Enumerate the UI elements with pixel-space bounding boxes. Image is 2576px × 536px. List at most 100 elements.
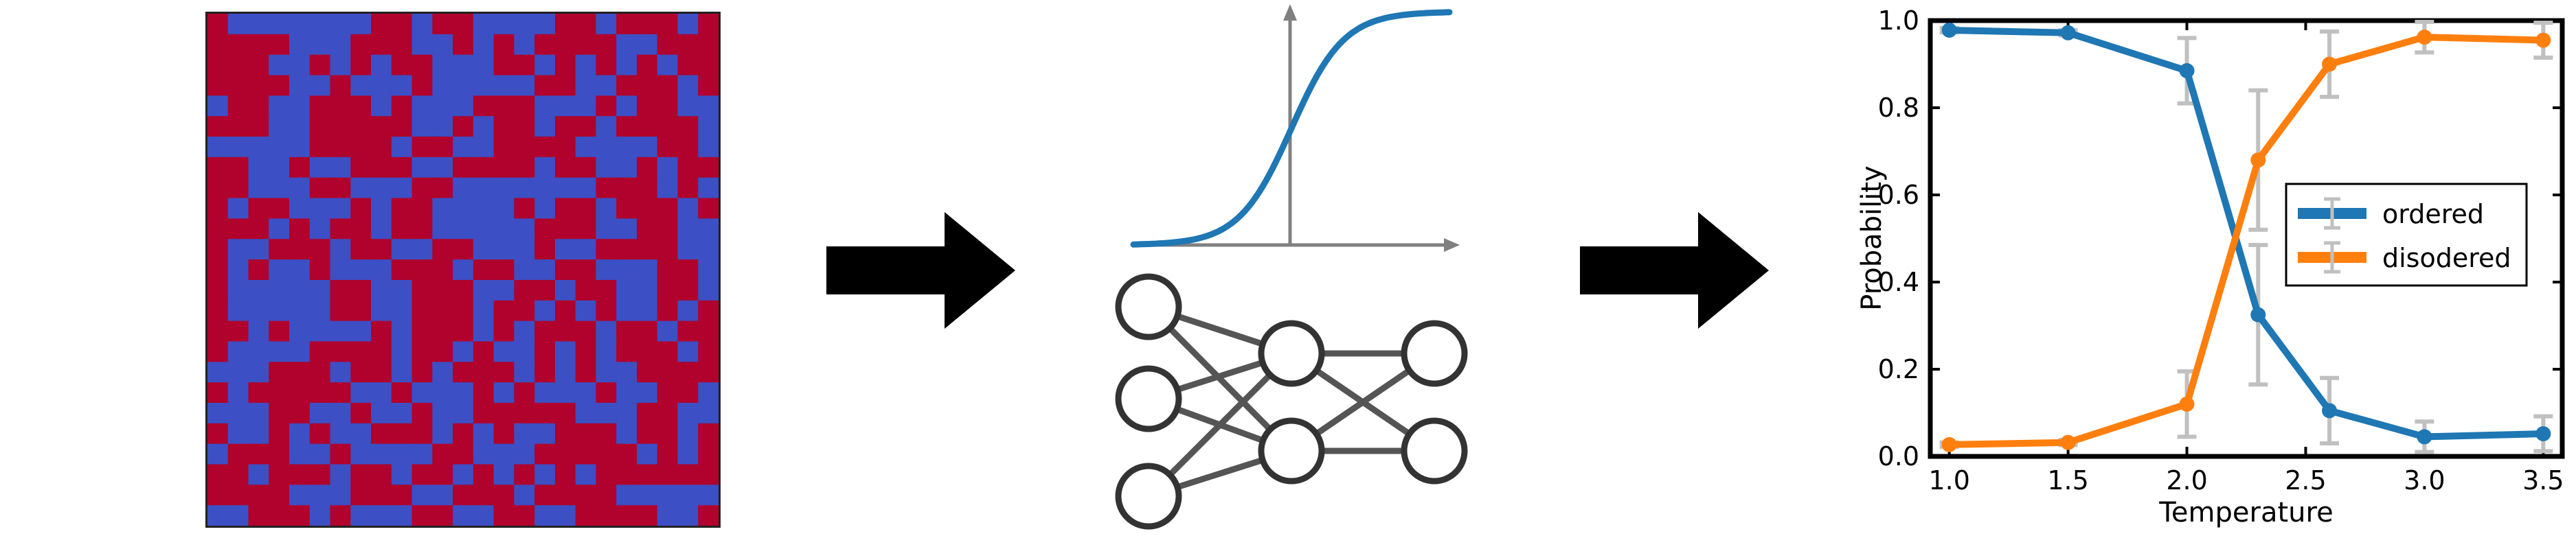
lattice-cell [657, 259, 679, 281]
lattice-cell [391, 95, 413, 117]
lattice-cell [330, 116, 351, 137]
network-nodes [1115, 273, 1468, 530]
lattice-cell [575, 423, 597, 445]
lattice-cell [554, 402, 576, 424]
lattice-cell [677, 300, 699, 322]
y-tick-label: 0.4 [1878, 267, 1919, 297]
lattice-cell [493, 300, 515, 322]
lattice-cell [493, 137, 515, 158]
x-tick-label: 2.5 [2285, 465, 2326, 496]
lattice-cell [289, 382, 310, 404]
lattice-cell [309, 362, 331, 383]
lattice-cell [616, 75, 637, 96]
lattice-cell [514, 218, 535, 240]
lattice-cell [636, 485, 658, 506]
lattice-cell [248, 300, 269, 322]
lattice-cell [473, 95, 495, 117]
lattice-cell [248, 198, 269, 219]
lattice-cell [514, 137, 535, 158]
x-axis-label: Temperature [2158, 497, 2333, 528]
lattice-cell [493, 259, 515, 281]
lattice-cell [677, 14, 699, 35]
lattice-cell [289, 54, 310, 76]
lattice-cell [391, 75, 413, 96]
lattice-cell [289, 321, 310, 342]
lattice-cell [453, 54, 474, 76]
lattice-cell [269, 362, 290, 383]
lattice-cell [350, 464, 372, 485]
lattice-cell [493, 443, 515, 465]
lattice-cell [248, 14, 269, 35]
lattice-cell [248, 279, 269, 301]
lattice-cell [432, 300, 453, 322]
lattice-cell [309, 198, 331, 219]
lattice-cell [493, 14, 515, 35]
lattice-cell [616, 341, 637, 362]
lattice-cell [227, 75, 249, 96]
lattice-cell [432, 34, 453, 56]
lattice-cell [207, 156, 229, 178]
network-node [1258, 417, 1325, 485]
lattice-cell [534, 95, 556, 117]
lattice-cell [575, 34, 597, 56]
lattice-cell [514, 485, 535, 506]
lattice-cell [534, 116, 556, 137]
lattice-cell [616, 300, 637, 322]
lattice-cell [636, 402, 658, 424]
lattice-cell [289, 156, 310, 178]
lattice-cell [453, 321, 474, 342]
lattice-cell [636, 116, 658, 137]
lattice-cell [207, 34, 229, 56]
lattice-cell [289, 279, 310, 301]
lattice-cell [309, 54, 331, 76]
lattice-cell [677, 505, 699, 526]
y-tick-label: 1.0 [1878, 5, 1919, 36]
lattice-cell [309, 402, 331, 424]
lattice-cell [350, 137, 372, 158]
lattice-cell [473, 34, 495, 56]
lattice-cell [554, 137, 576, 158]
lattice-cell [534, 218, 556, 240]
lattice-cell [636, 95, 658, 117]
lattice-cell [514, 198, 535, 219]
lattice-cell [698, 464, 719, 485]
lattice-cell [514, 177, 535, 199]
lattice-cell [411, 279, 433, 301]
lattice-cell [227, 239, 249, 260]
lattice-cell [554, 239, 576, 260]
lattice-cell [371, 341, 392, 362]
lattice-cell [554, 279, 576, 301]
lattice-cell [698, 300, 719, 322]
lattice-cell [371, 279, 392, 301]
lattice-cell [453, 402, 474, 424]
lattice-cell [657, 239, 679, 260]
lattice-cell [616, 259, 637, 281]
lattice-cell [677, 198, 699, 219]
network-node [1401, 417, 1468, 485]
lattice-cell [657, 177, 679, 199]
lattice-cell [554, 300, 576, 322]
lattice-cell [309, 75, 331, 96]
lattice-cell [616, 218, 637, 240]
lattice-cell [575, 402, 597, 424]
legend: ordered disodered [2285, 183, 2528, 287]
lattice-cell [248, 54, 269, 76]
lattice-cell [596, 75, 617, 96]
lattice-cell [514, 321, 535, 342]
lattice-cell [207, 177, 229, 199]
lattice-cell [269, 14, 290, 35]
lattice-cell [330, 34, 351, 56]
lattice-cell [636, 137, 658, 158]
lattice-cell [227, 321, 249, 342]
lattice-cell [350, 341, 372, 362]
lattice-cell [698, 443, 719, 465]
lattice-cell [207, 485, 229, 506]
lattice-cell [473, 75, 495, 96]
lattice-cell [575, 300, 597, 322]
lattice-cell [289, 239, 310, 260]
lattice-cell [453, 341, 474, 362]
x-tick-label: 3.0 [2404, 465, 2445, 496]
lattice-cell [453, 34, 474, 56]
lattice-cell [453, 156, 474, 178]
lattice-cell [330, 341, 351, 362]
